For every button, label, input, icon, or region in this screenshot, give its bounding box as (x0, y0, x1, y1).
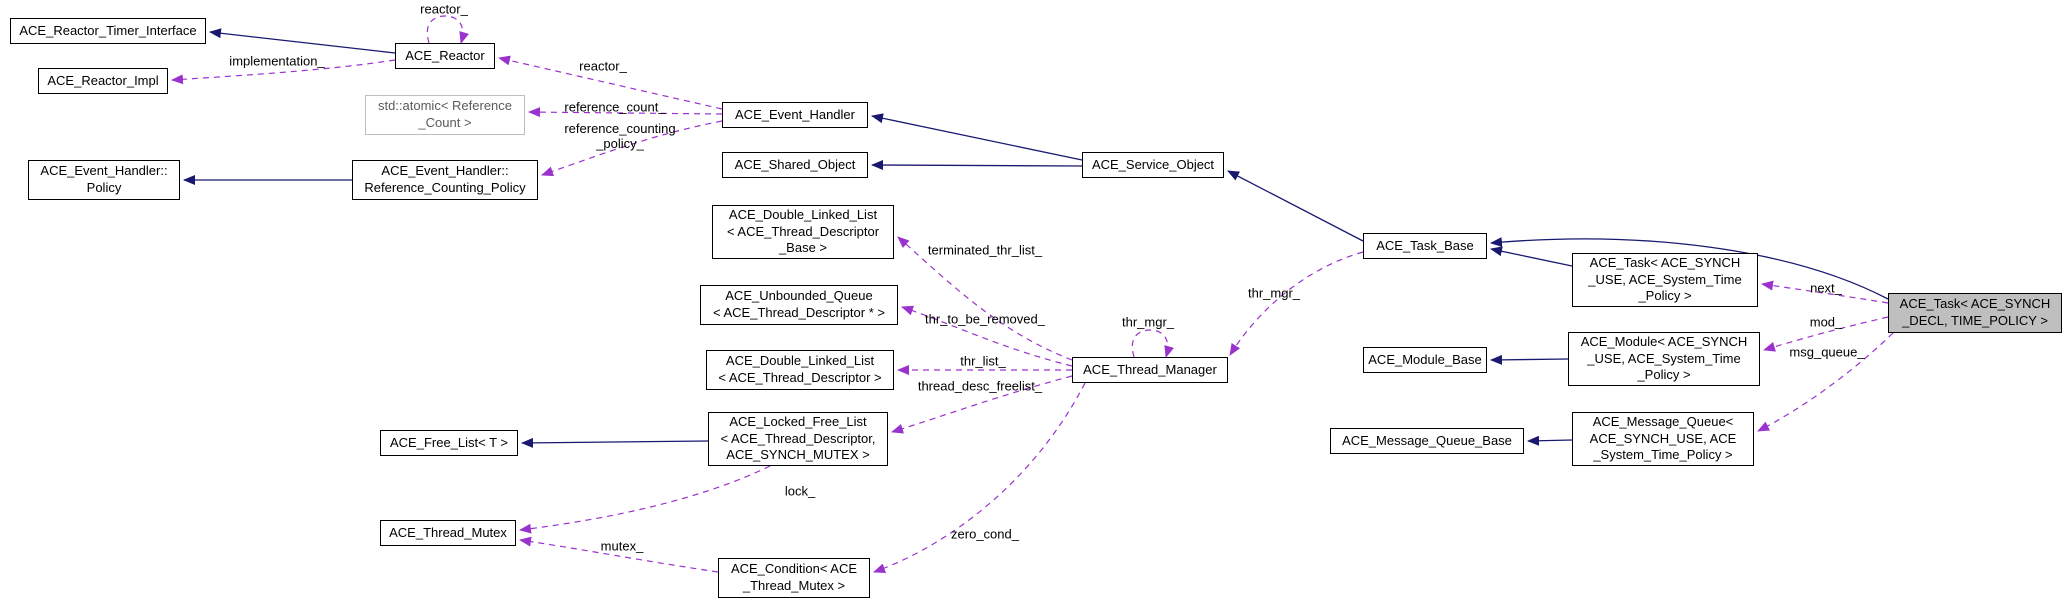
edge-usage-eventhandler-to-atomic (528, 107, 723, 118)
node-ace-module-synch-use[interactable]: ACE_Module< ACE_SYNCH _USE, ACE_System_T… (1568, 332, 1760, 386)
edge-inherit-mquse-to-mqbase (1527, 435, 1573, 446)
node-ace-double-linked-list-thread-descriptor[interactable]: ACE_Double_Linked_List < ACE_Thread_Desc… (706, 350, 894, 390)
node-ace-event-handler-reference-counting-policy[interactable]: ACE_Event_Handler:: Reference_Counting_P… (352, 160, 538, 200)
node-ace-event-handler[interactable]: ACE_Event_Handler (722, 102, 868, 128)
edge-usage-reactor-to-reactorimpl (171, 59, 396, 85)
edge-inherit-serviceobject-to-sharedobject (871, 160, 1083, 171)
node-std-atomic-reference-count: std::atomic< Reference _Count > (365, 95, 525, 135)
node-ace-unbounded-queue[interactable]: ACE_Unbounded_Queue < ACE_Thread_Descrip… (700, 285, 898, 325)
edge-usage-threadmanager-to-unboundedqueue (901, 305, 1073, 367)
edge-usage-threadmanager-to-lockedfreelist (891, 375, 1073, 434)
edge-usage-threadmanager-to-dll-tdb (897, 236, 1073, 361)
node-ace-task-synch-use[interactable]: ACE_Task< ACE_SYNCH _USE, ACE_System_Tim… (1572, 253, 1758, 307)
edge-usage-eventhandler-to-refcountpolicy (541, 120, 723, 177)
edge-usage-reactor-self-loop (426, 15, 469, 44)
node-ace-thread-mutex[interactable]: ACE_Thread_Mutex (380, 520, 516, 546)
edge-inherit-reactor-to-timer-interface (209, 28, 396, 54)
edge-inherit-moduleuse-to-modulebase (1490, 354, 1569, 365)
node-ace-reactor-impl[interactable]: ACE_Reactor_Impl (38, 68, 168, 94)
node-ace-reactor[interactable]: ACE_Reactor (395, 43, 495, 69)
node-ace-message-queue-synch-use[interactable]: ACE_Message_Queue< ACE_SYNCH_USE, ACE _S… (1572, 412, 1754, 466)
edge-usage-taskdecl-to-moduleuse (1763, 316, 1889, 352)
edge-usage-threadmanager-self-loop (1131, 329, 1174, 358)
node-ace-message-queue-base[interactable]: ACE_Message_Queue_Base (1330, 428, 1524, 454)
edge-usage-condition-to-threadmutex (519, 536, 719, 573)
edge-inherit-serviceobject-to-eventhandler (871, 113, 1083, 161)
edge-inherit-taskbase-to-serviceobject (1227, 170, 1364, 242)
edge-usage-taskdecl-to-taskuse (1761, 280, 1889, 304)
node-ace-task-synch-decl-focus: ACE_Task< ACE_SYNCH _DECL, TIME_POLICY > (1888, 293, 2062, 333)
node-ace-condition[interactable]: ACE_Condition< ACE _Thread_Mutex > (718, 558, 870, 598)
node-ace-thread-manager[interactable]: ACE_Thread_Manager (1072, 357, 1228, 383)
node-ace-task-base[interactable]: ACE_Task_Base (1363, 233, 1487, 259)
edge-usage-eventhandler-to-reactor (498, 55, 723, 110)
edge-usage-lockedfreelist-to-threadmutex (519, 465, 771, 534)
node-ace-shared-object[interactable]: ACE_Shared_Object (722, 152, 868, 178)
node-ace-reactor-timer-interface[interactable]: ACE_Reactor_Timer_Interface (10, 18, 206, 44)
edge-inherit-taskdecl-to-taskbase (1490, 237, 1889, 300)
node-ace-double-linked-list-thread-descriptor-base[interactable]: ACE_Double_Linked_List < ACE_Thread_Desc… (712, 205, 894, 259)
node-ace-module-base[interactable]: ACE_Module_Base (1363, 347, 1487, 373)
node-ace-free-list[interactable]: ACE_Free_List< T > (380, 430, 518, 456)
node-ace-event-handler-policy[interactable]: ACE_Event_Handler:: Policy (28, 160, 180, 200)
edge-usage-threadmanager-to-condition (873, 382, 1086, 574)
node-ace-locked-free-list[interactable]: ACE_Locked_Free_List < ACE_Thread_Descri… (708, 412, 888, 466)
edge-usage-taskdecl-to-mquse (1757, 332, 1894, 432)
edge-usage-taskbase-to-threadmanager (1229, 251, 1364, 356)
edge-inherit-lockedfreelist-to-freelist (521, 437, 709, 448)
node-ace-service-object[interactable]: ACE_Service_Object (1082, 152, 1224, 178)
edge-inherit-taskuse-to-taskbase (1490, 246, 1573, 267)
